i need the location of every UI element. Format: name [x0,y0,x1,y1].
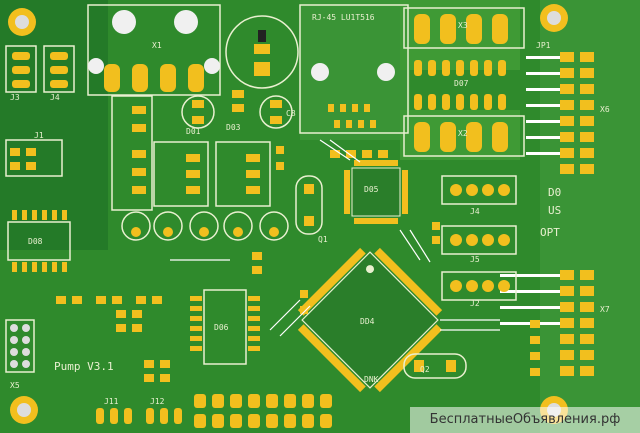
label-d01: D01 [186,127,201,136]
label-pump: Pump V3.1 [54,360,114,373]
label-dd4: DD4 [360,317,375,326]
pad-row-d07 [414,60,506,110]
chip-dd4 [297,247,443,393]
chip-d05 [344,160,408,224]
label-d08: D08 [28,237,43,246]
connector-rj45 [299,4,409,134]
chip-d06 [190,289,260,365]
label-j4: J4 [50,93,60,102]
label-i4: J4 [470,207,480,216]
connector-x1 [87,4,221,96]
label-x1: X1 [152,41,162,50]
terminal-x2 [403,115,525,157]
label-d03: D03 [226,123,241,132]
label-x6: X6 [600,105,610,114]
terminal-x3 [403,7,525,49]
label-x5: X5 [10,381,20,390]
label-jp1: JP1 [536,41,551,50]
header-x5 [5,319,35,373]
label-opt: OPT [540,226,560,239]
label-d0: D0 [548,186,561,199]
label-j12: J12 [150,397,165,406]
header-x7 [560,270,594,376]
label-x7: X7 [600,305,610,314]
capacitors [121,95,293,241]
watermark-text: БесплатныеОбъявления.рф [410,407,640,433]
label-x3: X3 [458,21,468,30]
header-j3-j4 [5,45,75,93]
label-j1: J1 [34,131,44,140]
label-q1: Q1 [318,235,328,244]
regulator-outlines [111,95,271,211]
label-j11: J11 [104,397,119,406]
label-c8: C8 [286,109,296,118]
capacitor-big [225,15,299,89]
label-d06: D06 [214,323,229,332]
header-j4 [441,175,517,205]
traces-x6 [526,56,560,155]
chip-d08 [7,210,71,272]
label-us: US [548,204,561,217]
header-j1 [5,139,63,177]
capacitor-pads [131,100,282,237]
crystal-q2 [403,353,467,379]
label-q2: Q2 [420,365,430,374]
traces [170,139,500,337]
label-rj45: RJ-45 LU1T516 [312,13,375,22]
header-j5 [441,225,517,255]
label-i5: J5 [470,255,480,264]
crystal-q1 [295,175,323,235]
label-d05: D05 [364,185,379,194]
label-i2: J2 [470,299,480,308]
label-d07: D07 [454,79,469,88]
jumper-pads [96,408,182,424]
regulator-pads [132,106,260,194]
label-x2: X2 [458,129,468,138]
bottom-pad-row [194,394,332,428]
header-j2 [441,271,517,301]
smd-pads [56,90,540,382]
header-x6 [560,52,594,174]
label-dnk: DNK [364,375,379,384]
label-j3: J3 [10,93,20,102]
